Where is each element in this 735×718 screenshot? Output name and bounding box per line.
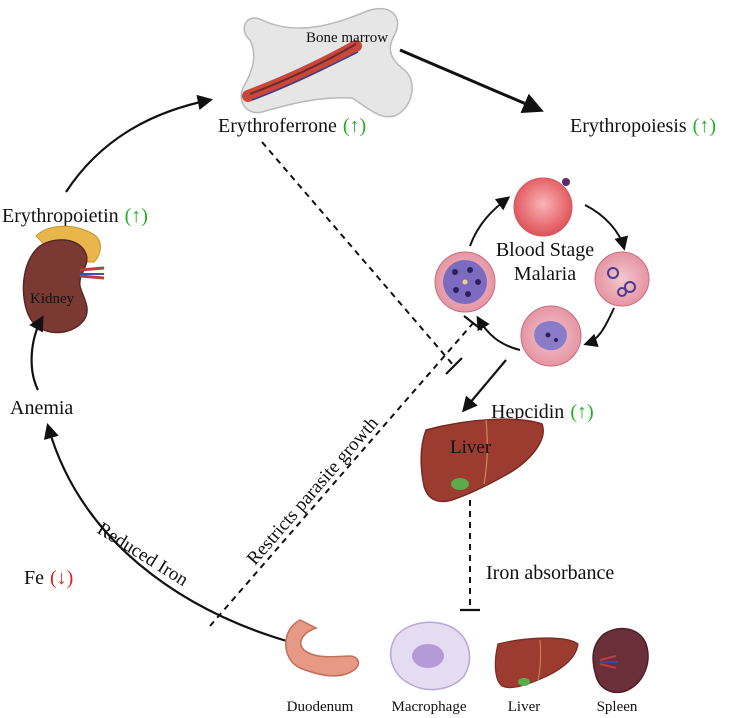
macrophage-illustration	[390, 621, 471, 691]
arrow-duodenum-to-anemia	[43, 423, 291, 644]
rbc-schizont	[434, 251, 496, 313]
blood-stage-label-1: Blood Stage	[496, 239, 594, 261]
hepcidin-label: Hepcidin(↑)	[491, 401, 594, 423]
reduced-iron-label: Reduced Iron	[93, 518, 192, 591]
rbc-trophozoite	[520, 305, 582, 367]
duodenum-illustration	[285, 619, 360, 677]
liver-label: Liver	[450, 437, 492, 458]
inhibit-bar-hepcidin	[445, 357, 463, 375]
small-liver-label: Liver	[508, 699, 540, 715]
macrophage-label: Macrophage	[392, 699, 467, 715]
erythropoietin-label: Erythropoietin(↑)	[2, 205, 148, 227]
restricts-parasite-label: Restricts parasite growth	[243, 413, 383, 570]
arrow-malaria-to-hepcidin	[462, 359, 507, 413]
rbc-uninfected	[513, 177, 573, 237]
iron-absorbance-label: Iron absorbance	[486, 562, 614, 584]
inhibit-bar-parasite	[463, 315, 483, 331]
bone-marrow-illustration	[240, 7, 413, 118]
blood-stage-label-2: Malaria	[514, 263, 576, 285]
anemia-label: Anemia	[10, 397, 73, 419]
erythropoiesis-label: Erythropoiesis(↑)	[570, 115, 716, 137]
arrow-erythropoietin-to-erythroferrone	[65, 94, 214, 193]
spleen-label: Spleen	[597, 699, 638, 715]
arrow-anemia-to-kidney	[29, 315, 44, 391]
spleen-illustration	[592, 627, 649, 694]
duodenum-label: Duodenum	[287, 699, 354, 715]
small-liver-illustration	[494, 637, 579, 689]
fe-label: Fe(↓)	[24, 567, 73, 589]
malaria-cycle	[434, 177, 650, 367]
rbc-ring-stage	[594, 251, 650, 307]
erythroferrone-label: Erythroferrone(↑)	[218, 115, 366, 137]
kidney-illustration	[22, 225, 105, 334]
inhibit-erythroferrone-hepcidin	[261, 141, 455, 367]
kidney-label: Kidney	[30, 291, 75, 307]
arrow-bone-marrow-to-erythropoiesis	[399, 48, 544, 114]
liver-illustration	[420, 418, 544, 503]
inhibit-restricts-parasite	[209, 321, 475, 627]
bone-marrow-label: Bone marrow	[306, 30, 388, 46]
